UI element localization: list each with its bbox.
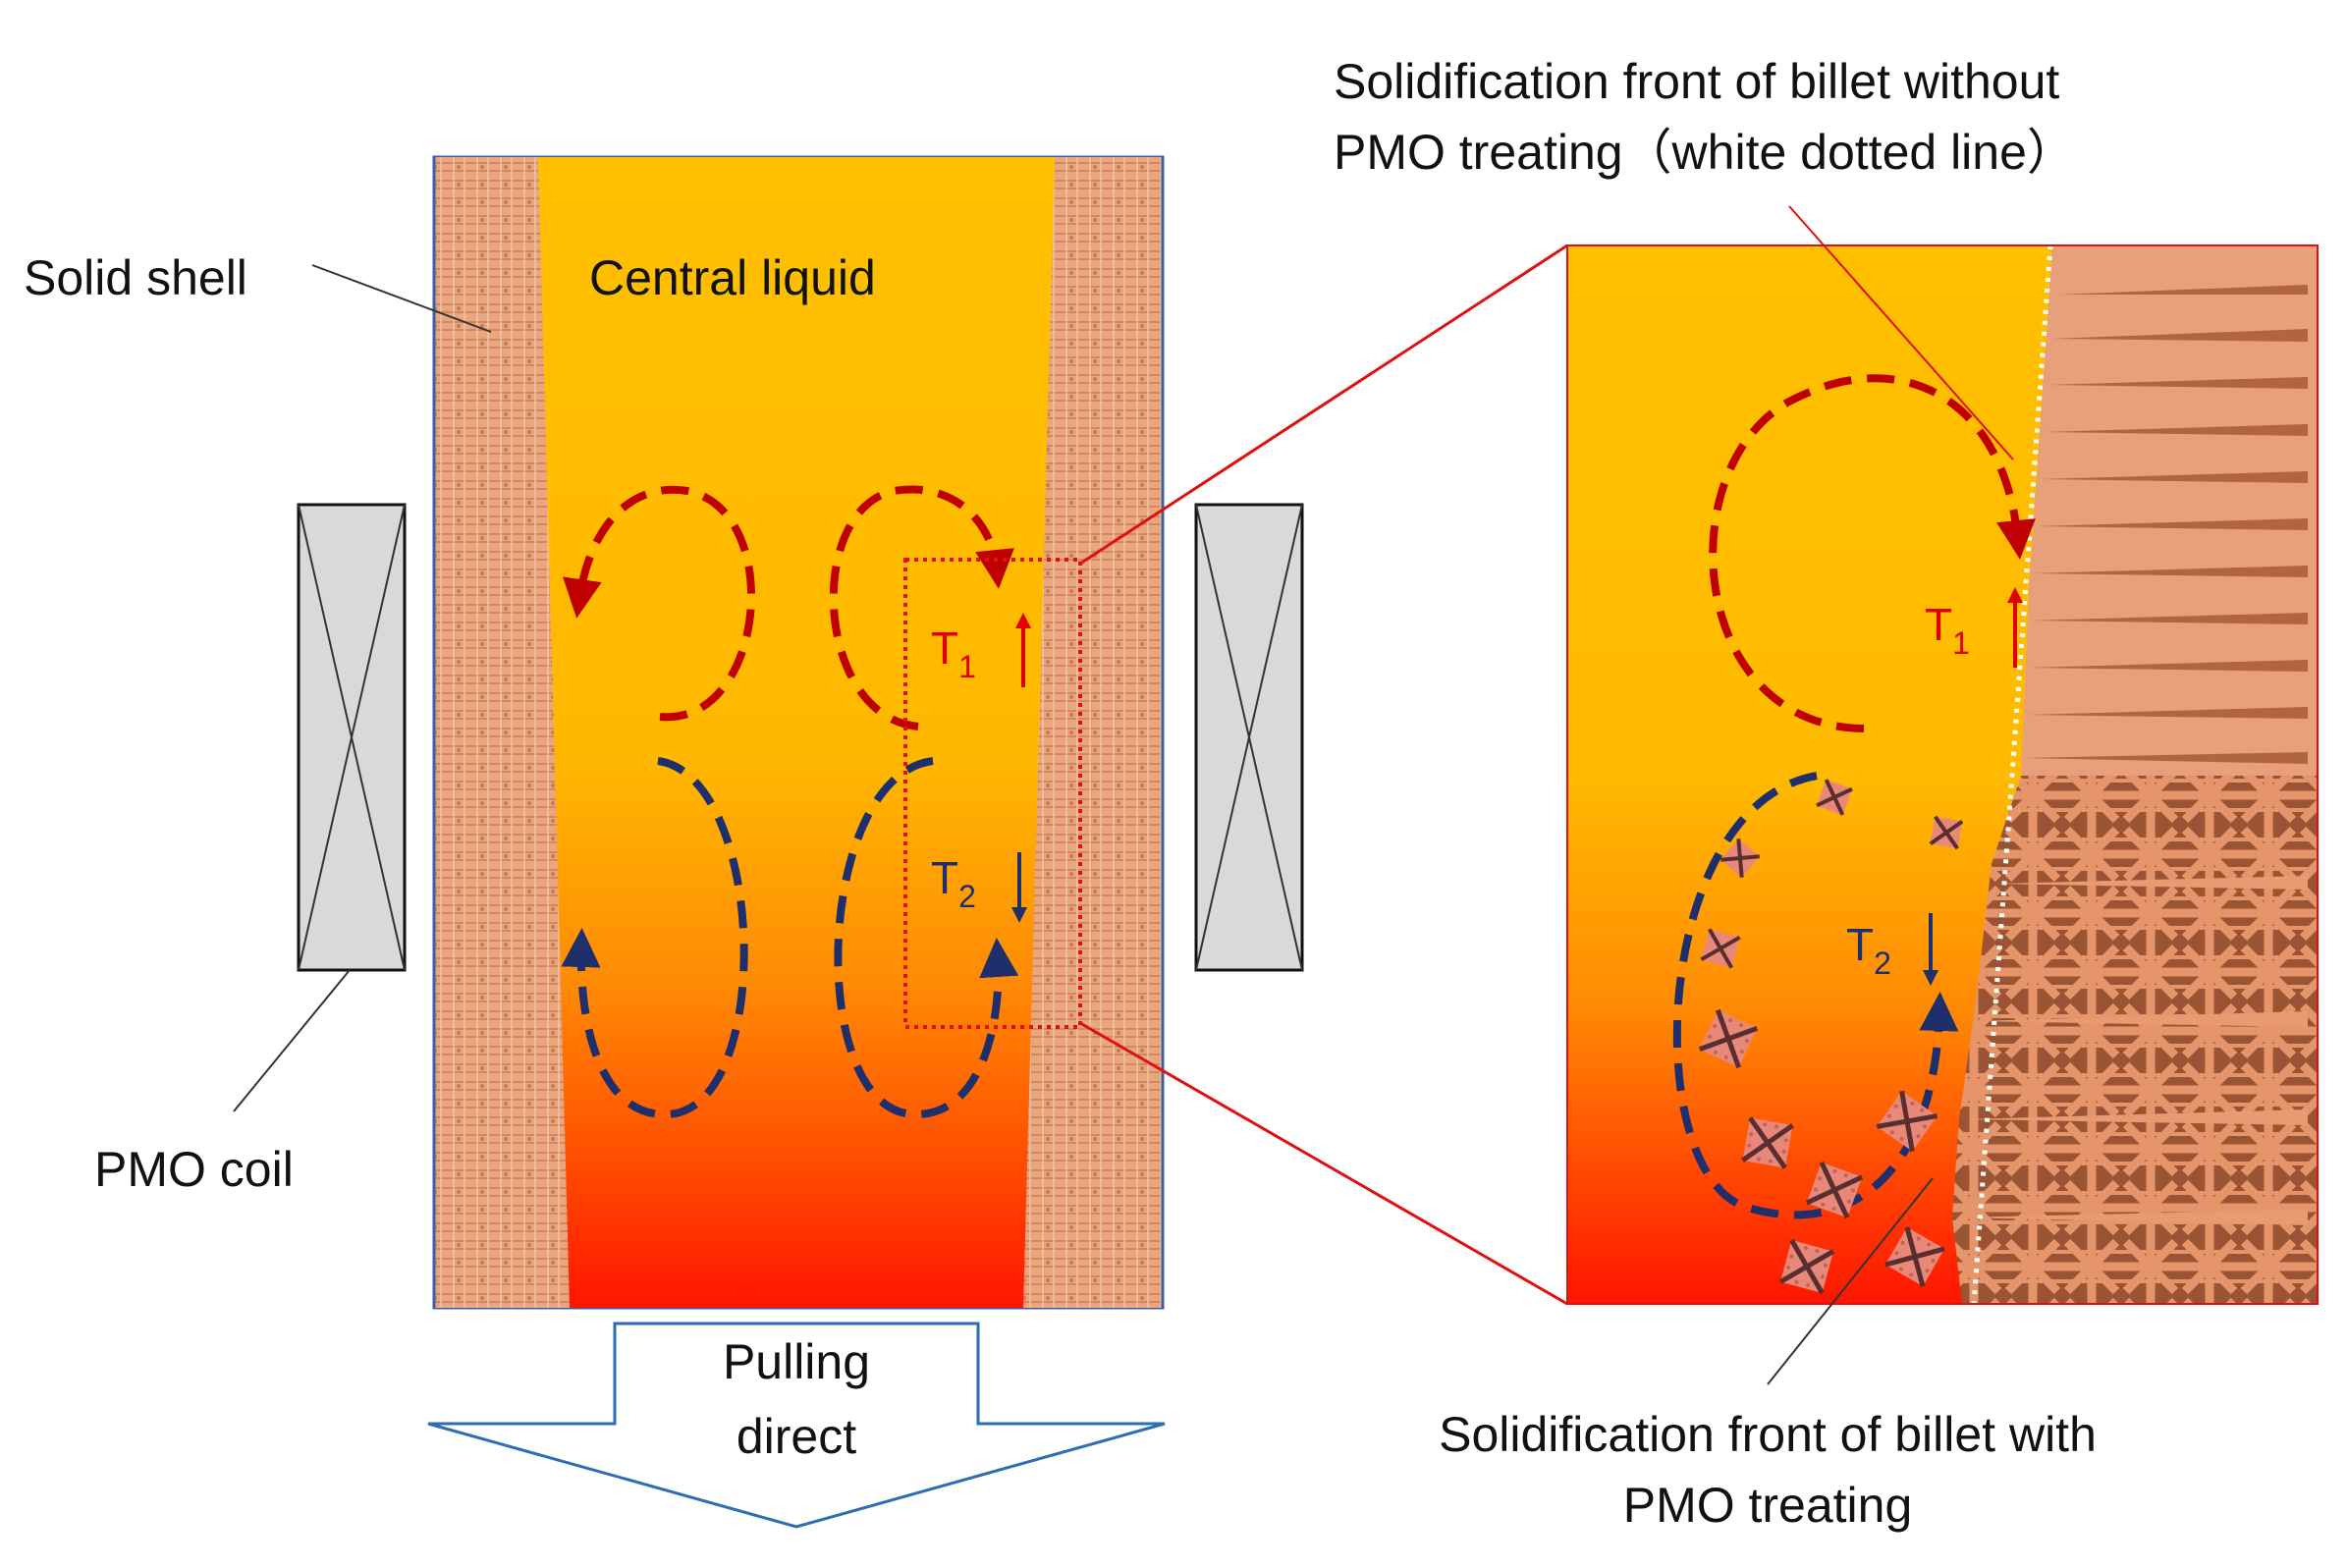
t1-marker-left: T1 xyxy=(931,613,1031,687)
solid-shell-leader xyxy=(311,264,492,333)
crystal xyxy=(1698,1008,1759,1069)
front-with-label-line2: PMO treating xyxy=(1623,1478,1913,1533)
lower-right-loop xyxy=(834,757,1019,1119)
pulling-direction-arrow xyxy=(427,1322,1166,1529)
upper-flow-loops xyxy=(563,485,1014,730)
pmo-coil-left xyxy=(297,503,407,972)
pmo-coil-leader xyxy=(233,969,351,1112)
crystal xyxy=(1778,1238,1835,1295)
equiaxed-dendrite-zone xyxy=(1952,776,2318,1304)
pmo-coil-label: PMO coil xyxy=(94,1142,294,1197)
zoom-connector-top xyxy=(1079,243,1568,566)
crystal xyxy=(1876,1090,1938,1153)
pulling-direction-label-line1: Pulling xyxy=(723,1334,870,1389)
svg-text:T1: T1 xyxy=(931,622,976,684)
central-liquid-pool xyxy=(538,157,1055,1308)
t2-marker-left: T2 xyxy=(931,852,1027,923)
svg-text:T2: T2 xyxy=(1846,919,1891,981)
white-dotted-front-line xyxy=(1971,245,2053,1304)
crystal xyxy=(1741,1116,1794,1169)
crystal xyxy=(1700,928,1741,969)
crystal xyxy=(1884,1226,1945,1287)
central-liquid-label: Central liquid xyxy=(589,250,876,305)
svg-text:T1: T1 xyxy=(1925,599,1970,661)
zoom-connector-bottom xyxy=(1079,1021,1568,1306)
zoom-frame xyxy=(1566,244,2319,1305)
left-solid-shell xyxy=(434,157,570,1308)
columnar-dendrite-zone xyxy=(2021,245,2318,776)
lower-flow-loops xyxy=(561,757,1019,1119)
pmo-coil-right xyxy=(1194,503,1304,972)
right-solid-shell xyxy=(1023,157,1163,1308)
solid-shell-label: Solid shell xyxy=(24,250,247,305)
upper-left-loop xyxy=(563,485,755,722)
pulling-direction-label-line2: direct xyxy=(737,1409,856,1464)
t1-marker-zoom: T1 xyxy=(1925,587,2023,668)
svg-text:T2: T2 xyxy=(931,852,976,914)
columnar-dendrites xyxy=(2023,285,2308,764)
zoom-region-box xyxy=(903,558,1082,1029)
upper-right-loop xyxy=(829,485,1014,730)
crystal xyxy=(1929,815,1964,850)
t2-marker-zoom: T2 xyxy=(1846,913,1938,986)
zoom-lower-loop xyxy=(1672,772,1959,1219)
front-without-label-line1: Solidification front of billet without xyxy=(1334,54,2059,109)
front-without-leader xyxy=(1788,205,2014,460)
front-without-label-line2: PMO treating（white dotted line） xyxy=(1334,125,2076,180)
zoom-upper-loop xyxy=(1709,374,2036,732)
billet xyxy=(432,155,1165,1310)
front-with-leader xyxy=(1767,1177,1934,1385)
zoom-view: T1 T2 xyxy=(1567,245,2318,1304)
lower-columnar-dendrites xyxy=(1959,876,2308,1225)
front-with-label-line1: Solidification front of billet with xyxy=(1439,1407,2097,1462)
floating-crystals xyxy=(1698,779,1964,1295)
crystal xyxy=(1720,838,1760,878)
crystal xyxy=(1816,779,1853,816)
lower-left-loop xyxy=(561,757,748,1119)
crystal xyxy=(1805,1161,1864,1219)
